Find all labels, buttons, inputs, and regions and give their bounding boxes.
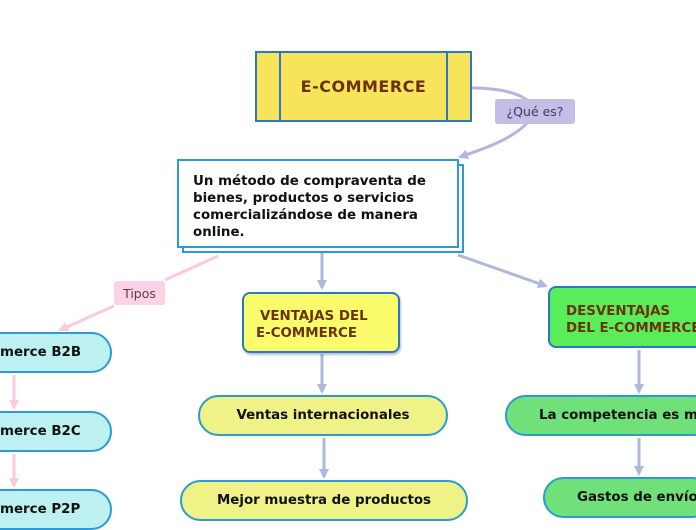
connector-definition-to-desventajas — [457, 253, 548, 289]
ventaja-item-mejor-muestra[interactable]: Mejor muestra de productos — [180, 480, 468, 521]
desventaja-item-gastos-envio[interactable]: Gastos de envío — [543, 477, 696, 518]
definition-node[interactable]: Un método de compraventa de bienes, prod… — [177, 159, 459, 248]
connector-tipos-to-b2b — [58, 304, 115, 332]
title-text: E-COMMERCE — [300, 77, 427, 96]
ventajas-heading-line2: E-COMMERCE — [256, 326, 357, 341]
connector-definition-to-tipos — [164, 254, 219, 282]
title-right-bar — [446, 53, 448, 120]
ventajas-heading-line1: VENTAJAS DEL — [260, 309, 368, 324]
desventajas-heading-line2: DEL E-COMMERCE — [566, 321, 696, 336]
desventajas-node[interactable]: DESVENTAJAS DEL E-COMMERCE — [548, 286, 696, 348]
type-b2c-node[interactable]: merce B2C — [0, 411, 112, 452]
title-left-bar — [279, 53, 281, 120]
ventaja-item-ventas-internacionales[interactable]: Ventas internacionales — [198, 395, 448, 436]
title-node[interactable]: E-COMMERCE — [255, 51, 472, 122]
desventajas-heading-line1: DESVENTAJAS — [566, 304, 671, 319]
type-p2p-node[interactable]: merce P2P — [0, 489, 112, 530]
ventajas-node[interactable]: VENTAJAS DEL E-COMMERCE — [242, 292, 400, 353]
question-label[interactable]: ¿Qué es? — [495, 99, 575, 124]
type-b2b-node[interactable]: merce B2B — [0, 332, 112, 373]
types-label[interactable]: Tipos — [114, 281, 165, 305]
desventaja-item-competencia[interactable]: La competencia es m — [505, 395, 696, 436]
